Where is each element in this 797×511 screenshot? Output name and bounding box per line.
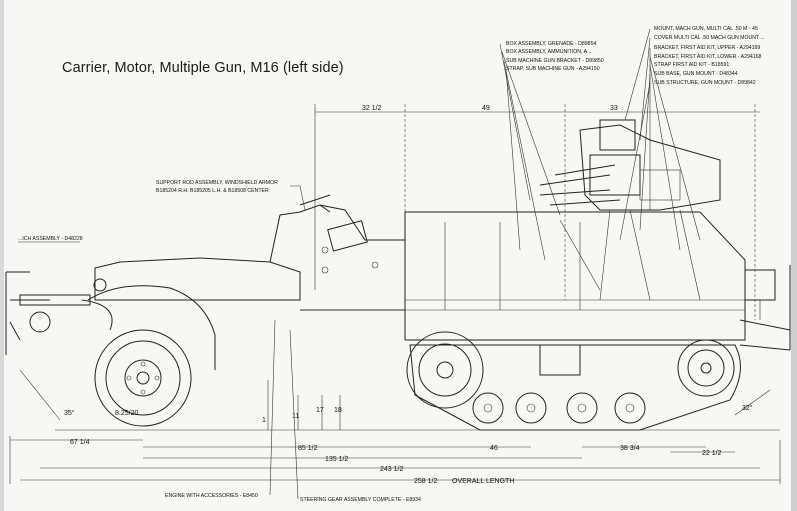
callout-sub-structure: SUB STRUCTURE, GUN MOUNT - D89842: [654, 80, 756, 86]
callout-support-rod-group: SUPPORT ROD ASSEMBLY, WINDSHIELD ARMOR B…: [156, 180, 306, 211]
dim-11: 11: [292, 413, 299, 420]
tire-label: 8.25/20: [115, 410, 138, 417]
callout-sub-base: SUB BASE, GUN MOUNT - D48344: [654, 71, 738, 77]
scan-edge-right: [791, 0, 797, 511]
dim-33: 33: [610, 105, 618, 112]
dim-243: 243 1/2: [380, 466, 403, 473]
callout-engine: ENGINE WITH ACCESSORIES - E8450: [165, 493, 258, 499]
callout-grenade-box: BOX ASSEMBLY, GRENADE - D89854: [506, 41, 596, 47]
angle-rear: 32°: [742, 404, 753, 412]
callout-support-rod-parts: B185204 R.H. B185205 L.H. & B18508 CENTE…: [156, 188, 269, 194]
dim-85: 85 1/2: [298, 445, 318, 452]
callout-winch: ...ICH ASSEMBLY - D48228: [18, 236, 83, 242]
dim-135: 135 1/2: [325, 456, 348, 463]
dim-overall-label: OVERALL LENGTH: [452, 478, 514, 485]
angle-front: 35°: [64, 409, 75, 417]
drawing-title: Carrier, Motor, Multiple Gun, M16 (left …: [62, 60, 344, 76]
dim-38: 38 3/4: [620, 445, 640, 452]
dim-32: 32 1/2: [362, 105, 382, 112]
vertical-dims: 11 17 18 1: [262, 380, 342, 430]
dim-49: 49: [482, 105, 490, 112]
callouts-right: MOUNT, MACH GUN, MULTI CAL .50 M - 45 CO…: [619, 26, 765, 251]
callout-firstaid-strap: STRAP FIRST AID KIT - B18591: [654, 62, 729, 68]
scan-edge-left: [0, 0, 4, 511]
dim-17: 17: [316, 407, 324, 414]
callout-support-rod: SUPPORT ROD ASSEMBLY, WINDSHIELD ARMOR: [156, 180, 278, 186]
top-dimension-group: 32 1/2 49 33: [314, 104, 760, 330]
track-assembly: [406, 265, 791, 431]
bottom-callouts: ENGINE WITH ACCESSORIES - E8450 STEERING…: [165, 319, 421, 503]
callouts-top: BOX ASSEMBLY, GRENADE - D89854 BOX ASSEM…: [499, 41, 604, 261]
callout-smg-strap: STRAP, SUB MACHINE GUN - A294150: [506, 66, 600, 72]
callout-firstaid-upper: BRACKET, FIRST AID KIT, UPPER - A294169: [654, 45, 760, 51]
front-wheel: 8.25/20: [94, 329, 192, 427]
dim-22: 22 1/2: [702, 450, 722, 457]
callout-firstaid-lower: BRACKET, FIRST AID KIT, LOWER - A294168: [654, 54, 762, 60]
dim-46: 46: [490, 445, 498, 452]
gun-mount: [539, 119, 721, 301]
bottom-dims: 67 1/4 85 1/2 135 1/2 46 38 3/4 22 1/2 2…: [9, 436, 781, 485]
dim-1: 1: [262, 417, 266, 424]
callout-ammo-box: BOX ASSEMBLY, AMMUNITION, A...: [506, 49, 591, 55]
dim-67: 67 1/4: [70, 439, 90, 446]
callout-mount-cover: COVER MULTI CAL .50 MACH GUN MOUNT ...: [654, 35, 765, 41]
dim-18: 18: [334, 407, 342, 414]
hull: [5, 194, 776, 370]
dim-overall-value: 258 1/2: [414, 478, 437, 485]
ground-lines: 35° 32°: [19, 369, 780, 431]
callout-smg-bracket: SUB MACHINE GUN BRACKET - D89850: [506, 58, 604, 64]
callout-steering: STEERING GEAR ASSEMBLY COMPLETE - E8934: [300, 497, 421, 503]
callout-gun-mount: MOUNT, MACH GUN, MULTI CAL .50 M - 45: [654, 26, 758, 32]
